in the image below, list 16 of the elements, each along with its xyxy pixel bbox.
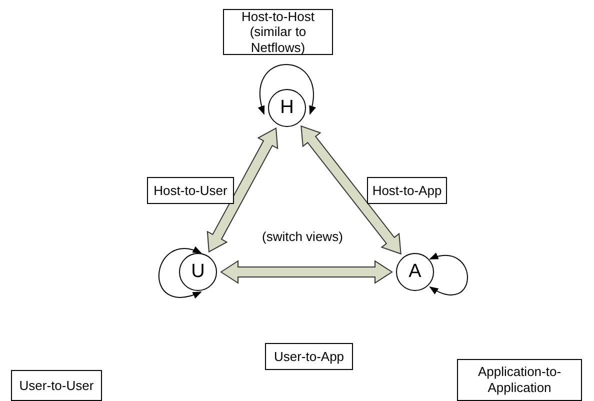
node-circle: A [396,253,434,291]
loop-arrow [258,64,316,115]
label-box: User-to-App [265,343,353,370]
node-circle: U [179,253,217,291]
label-box: Application-to-Application [457,359,582,401]
node-circle: H [268,89,306,127]
label-box: Host-to-Host (similar to Netflows) [223,9,333,55]
label-box: User-to-User [11,370,102,401]
label-box: Host-to-User [147,177,234,204]
double-block-arrow [300,125,402,255]
loop-arrow [429,253,468,296]
double-block-arrow [206,127,278,253]
label-box: Host-to-App [367,177,447,204]
double-block-arrow [220,260,393,284]
loop-arrow [158,247,202,298]
note-text: (switch views) [262,229,343,244]
